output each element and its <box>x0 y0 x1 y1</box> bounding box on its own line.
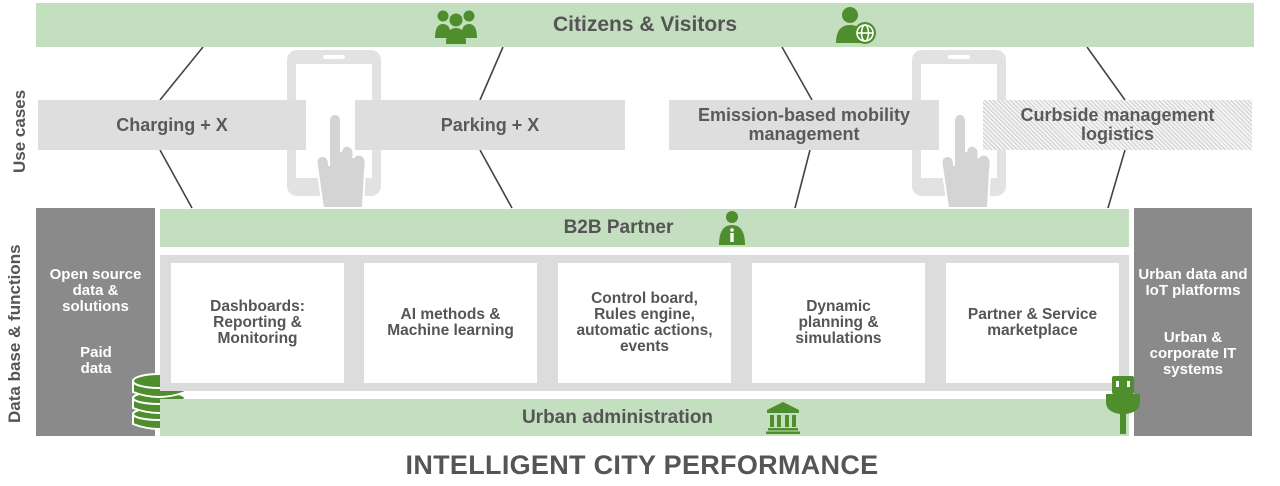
function-ai-methods: AI methods & Machine learning <box>364 263 537 383</box>
plug-icon <box>1106 376 1140 434</box>
people-group-icon <box>435 10 477 44</box>
urban-administration-label: Urban administration <box>521 406 714 428</box>
citizens-visitors-label: Citizens & Visitors <box>553 13 737 36</box>
urban-platforms-label: Urban data and IoT platforms <box>1138 266 1248 299</box>
function-dashboards: Dashboards: Reporting & Monitoring <box>171 263 344 383</box>
smartphone-hand-icon <box>912 50 1006 209</box>
citizens-visitors-band: Citizens & Visitors <box>36 3 1254 47</box>
use-case-charging: Charging + X <box>38 100 306 150</box>
function-partner-marketplace: Partner & Service marketplace <box>946 263 1119 383</box>
function-dynamic-planning: Dynamic planning & simulations <box>752 263 925 383</box>
urban-administration-band: Urban administration <box>160 399 1129 436</box>
right-platforms-panel: Urban data and IoT platforms Urban & cor… <box>1134 208 1252 436</box>
data-base-functions-label: Data base & functions <box>5 244 24 423</box>
government-building-icon <box>766 402 800 434</box>
use-cases-label: Use cases <box>10 89 29 173</box>
corporate-it-label: Urban & corporate IT systems <box>1149 329 1237 378</box>
use-case-emission-mobility: Emission-based mobility management <box>669 100 939 150</box>
use-case-parking: Parking + X <box>355 100 625 150</box>
open-source-data-label: Open source data & solutions <box>49 266 142 315</box>
paid-data-label: Paid data <box>80 344 112 377</box>
person-info-icon <box>719 211 745 245</box>
person-globe-icon <box>836 7 876 44</box>
function-control-board: Control board, Rules engine, automatic a… <box>558 263 731 383</box>
use-case-curbside-logistics: Curbside management logistics <box>983 100 1252 150</box>
b2b-partner-band: B2B Partner <box>160 209 1129 247</box>
page-title: INTELLIGENT CITY PERFORMANCE <box>405 450 879 480</box>
smartphone-hand-icon <box>287 50 381 209</box>
b2b-partner-label: B2B Partner <box>563 217 674 238</box>
